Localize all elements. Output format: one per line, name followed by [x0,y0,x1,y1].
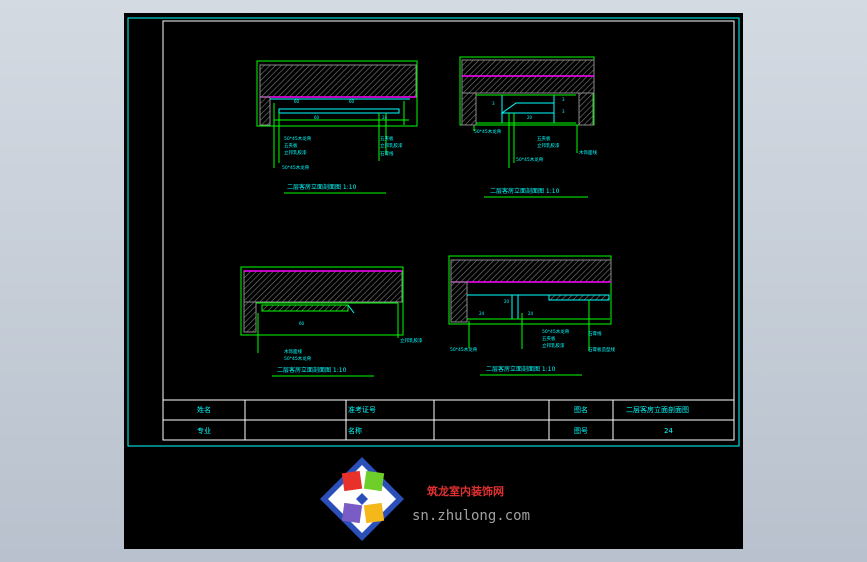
annotation: 50*45木龙骨 [282,164,310,171]
annotation: 立邦乳胶漆 [380,142,403,149]
dim-label: 60 [294,99,300,104]
watermark-url: sn.zhulong.com [412,508,530,524]
annotation: 石膏线 [380,150,394,157]
view-4-title: 二层客房立面剖面图 1:10 [486,365,556,373]
view-4-annotations: 50*45木龙骨 五夹板 立邦乳胶漆 50*45木龙骨 石膏线 石膏板造型线 [450,328,615,353]
name-label: 姓名 [197,405,211,414]
annotation: 石膏线 [588,330,602,337]
annotation: 五夹板 [542,335,556,342]
view-1-annotations: 50*45木龙骨 五夹板 立邦乳胶漆 50*45木龙骨 五夹板 立邦乳胶漆 石膏… [282,135,403,171]
annotation: 五夹板 [380,135,394,142]
annotation: 立邦乳胶漆 [537,142,560,149]
view-4-dims: 24 24 20 [479,299,534,316]
annotation: 五夹板 [284,142,298,149]
view-1-title: 二层客房立面剖面图 1:10 [287,183,357,191]
annotation: 五夹板 [537,135,551,142]
dim-label: 24 [382,115,388,120]
dim-label: 3 [492,101,495,106]
annotation: 立邦乳胶漆 [542,342,565,349]
dim-label: 3 [562,109,565,114]
section-view-3 [240,266,404,353]
section-view-2 [459,56,595,168]
annotation: 50*45木龙骨 [450,346,478,353]
title-block-text: 姓名 准考证号 图名 二层客房立面剖面图 专业 名称 图号 24 [197,405,689,435]
view-3-title: 二层客房立面剖面图 1:10 [277,366,347,374]
drawing-number-value: 24 [664,427,673,435]
annotation: 50*45木龙骨 [474,128,502,135]
annotation: 立邦乳胶漆 [284,149,307,156]
view-2-title: 二层客房立面剖面图 1:10 [490,187,560,195]
outer-frame [127,17,740,447]
section-view-4 [448,255,612,351]
cad-drawing-canvas[interactable]: 60 60 60 24 50*45木龙骨 五夹板 立邦乳胶漆 50*45木龙骨 … [124,13,743,549]
view-3-dims: 60 [299,321,305,326]
annotation: 50*45木龙骨 [284,135,312,142]
view-1-dims: 60 60 60 24 [294,99,388,120]
zhulong-logo [320,457,404,541]
cad-drawing: 60 60 60 24 50*45木龙骨 五夹板 立邦乳胶漆 50*45木龙骨 … [127,17,740,541]
view-2-dims: 3 3 3 20 [492,97,565,120]
dim-label: 60 [299,321,305,326]
annotation: 石膏板造型线 [588,346,615,353]
dim-label: 3 [562,97,565,102]
dim-label: 24 [479,311,485,316]
view-2-annotations: 50*45木龙骨 五夹板 立邦乳胶漆 50*45木龙骨 木饰面线 [474,128,597,163]
dim-label: 20 [504,299,510,304]
annotation: 木饰面线 [284,348,302,355]
major-label: 专业 [197,426,211,435]
annotation: 立邦乳胶漆 [400,337,423,344]
dim-label: 60 [314,115,320,120]
watermark-cn-text: 筑龙室内装饰网 [427,484,504,498]
dim-label: 60 [349,99,355,104]
exam-id-label: 准考证号 [348,405,376,414]
title-block [162,399,735,441]
drawing-number-label: 图号 [574,427,588,435]
drawing-name-value: 二层客房立面剖面图 [626,405,689,414]
inner-frame [162,20,735,441]
view-3-annotations: 木饰面线 50*45木龙骨 立邦乳胶漆 [284,337,423,362]
drawing-name-label: 图名 [574,405,588,414]
title-label: 名称 [348,426,362,435]
section-view-1 [256,60,418,168]
dim-label: 20 [527,115,533,120]
annotation: 50*45木龙骨 [542,328,570,335]
annotation: 50*45木龙骨 [516,156,544,163]
annotation: 50*45木龙骨 [284,355,312,362]
dim-label: 24 [528,311,534,316]
annotation: 木饰面线 [579,149,597,156]
